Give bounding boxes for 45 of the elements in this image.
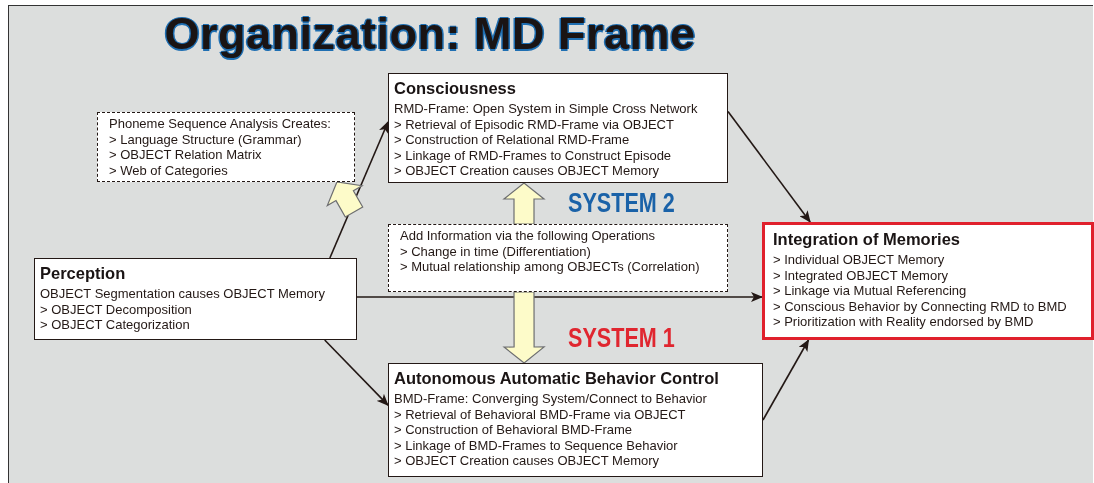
box-heading: Consciousness bbox=[394, 78, 517, 99]
process-box bbox=[388, 73, 728, 183]
note-box bbox=[388, 224, 728, 292]
box-text: Add Information via the following Operations bbox=[400, 228, 657, 244]
list-item: > Linkage of BMD-Frames to Sequence Behavior bbox=[394, 437, 679, 454]
system-label: SYSTEM 2 bbox=[568, 188, 675, 219]
list-item: > OBJECT Creation causes OBJECT Memory bbox=[394, 453, 661, 469]
list-item: > Prioritization with Reality endorsed by BMD bbox=[773, 314, 1035, 330]
note-box bbox=[97, 112, 355, 182]
arrow bbox=[356, 292, 763, 303]
box-text: OBJECT Segmentation causes OBJECT Memory bbox=[40, 286, 326, 302]
list-item: > Change in time (Differentiation) bbox=[400, 243, 592, 260]
list-item: > OBJECT Relation Matrix bbox=[109, 147, 263, 163]
box-text: Phoneme Sequence Analysis Creates: bbox=[109, 116, 332, 132]
box-heading: Perception bbox=[40, 263, 127, 284]
list-item: > Individual OBJECT Memory bbox=[773, 252, 946, 268]
process-box bbox=[34, 258, 357, 340]
list-item: > Conscious Behavior by Connecting RMD to BMD bbox=[773, 298, 1068, 315]
box-heading: Integration of Memories bbox=[773, 229, 962, 250]
highlighted-box bbox=[762, 222, 1094, 340]
list-item: > OBJECT Creation causes OBJECT Memory bbox=[394, 163, 661, 179]
block-arrow bbox=[502, 291, 546, 364]
arrow bbox=[323, 339, 389, 406]
list-item: > Integrated OBJECT Memory bbox=[773, 267, 949, 284]
list-item: > Linkage via Mutual Referencing bbox=[773, 283, 968, 299]
arrow bbox=[727, 110, 811, 223]
list-item: > Retrieval of Behavioral BMD-Frame via OBJECT bbox=[394, 406, 687, 423]
system-label: SYSTEM 1 bbox=[568, 323, 675, 354]
list-item: > Language Structure (Grammar) bbox=[109, 131, 303, 148]
list-item: > OBJECT Decomposition bbox=[40, 301, 193, 318]
list-item: > OBJECT Categorization bbox=[40, 317, 191, 333]
list-item: > Construction of Behavioral BMD-Frame bbox=[394, 422, 634, 438]
block-arrow bbox=[502, 182, 546, 225]
list-item: > Web of Categories bbox=[109, 162, 229, 179]
list-item: > Retrieval of Episodic RMD-Frame via OBJECT bbox=[394, 116, 675, 133]
list-item: > Mutual relationship among OBJECTs (Correlation) bbox=[400, 259, 701, 275]
box-text: BMD-Frame: Converging System/Connect to Behavior bbox=[394, 391, 708, 407]
block-arrow bbox=[326, 181, 364, 218]
box-heading: Autonomous Automatic Behavior Control bbox=[394, 368, 720, 389]
list-item: > Linkage of RMD-Frames to Construct Episode bbox=[394, 147, 673, 164]
arrow bbox=[762, 339, 810, 421]
process-box bbox=[388, 363, 763, 477]
list-item: > Construction of Relational RMD-Frame bbox=[394, 132, 631, 148]
diagram-title: Organization: MD Frame bbox=[163, 8, 697, 60]
box-text: RMD-Frame: Open System in Simple Cross Network bbox=[394, 101, 699, 117]
